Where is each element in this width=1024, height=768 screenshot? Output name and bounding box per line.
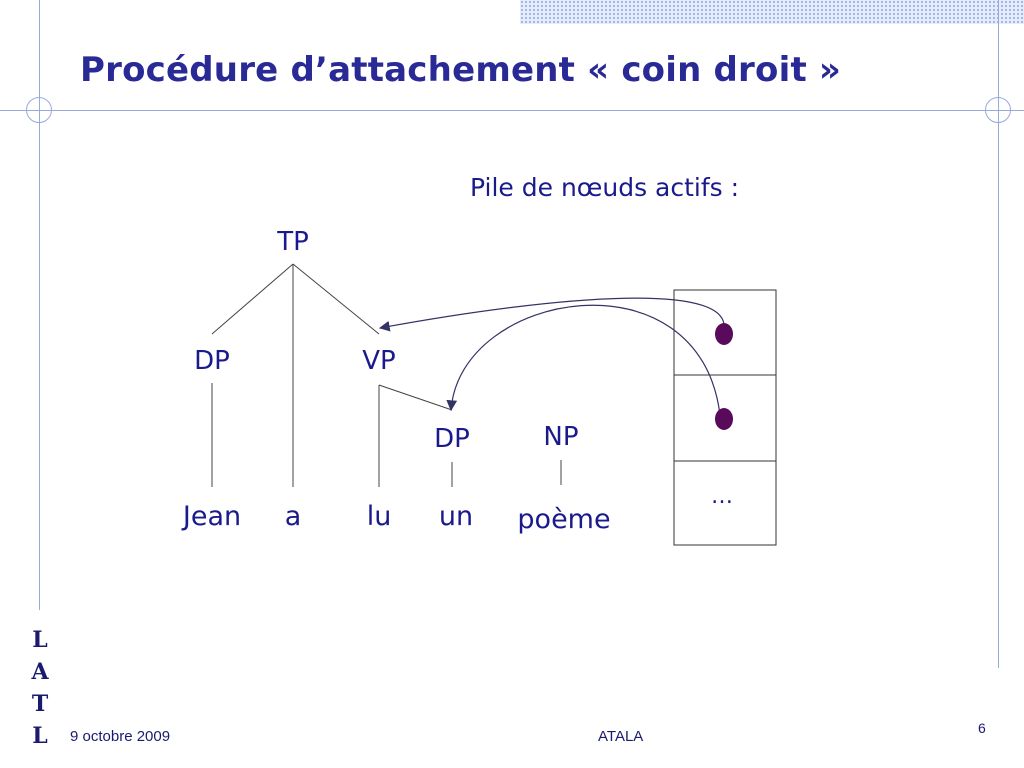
stack-ellipsis: … [711,484,733,509]
node-dp-subject: DP [194,346,230,376]
corner-dot-pattern [520,0,1024,24]
stack-dot-dp [715,408,733,430]
logo-letter-2: A [31,659,49,685]
logo-letter-4: L [32,723,48,749]
latl-logo: L A T L [28,624,52,752]
word-poeme: poème [517,504,610,535]
stack-dot-vp [715,323,733,345]
logo-letter-3: T [31,691,49,717]
edge-tp-dp [211,263,294,335]
slide-title: Procédure d’attachement « coin droit » [80,50,842,90]
node-dp-object: DP [434,424,470,454]
word-a: a [285,501,302,532]
footer-date: 9 octobre 2009 [70,728,171,745]
logo-letter-1: L [32,627,48,653]
footer-center: ATALA [598,728,644,745]
node-stack [673,289,777,546]
stack-title: Pile de nœuds actifs : [470,173,739,202]
crosshair-circle-left [26,97,52,123]
edge-tp-vp [292,263,380,335]
tree-edges [211,263,562,487]
pointer-arrow-to-vp [378,297,725,334]
node-np: NP [543,422,578,452]
word-lu: lu [367,501,392,532]
node-vp: VP [362,346,395,376]
node-tp: TP [276,227,309,257]
guide-line-left [39,0,40,610]
guide-line-horizontal [0,110,1024,111]
guide-line-right [998,0,999,668]
pointer-arrow-to-dp [446,304,721,416]
edge-vp-dp [378,384,453,411]
word-jean: Jean [181,501,241,532]
page-number: 6 [978,720,986,736]
stack-frame [673,289,777,546]
crosshair-circle-right [985,97,1011,123]
word-un: un [439,501,473,532]
